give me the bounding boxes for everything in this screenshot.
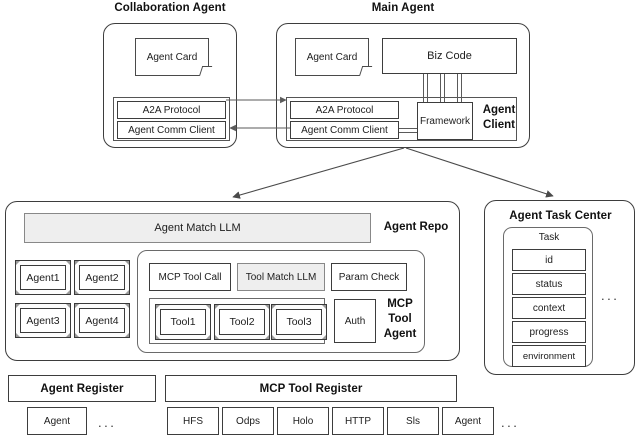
agent4-label: Agent4 — [85, 314, 119, 327]
mcp-tool-register-item-holo-label: Holo — [292, 415, 314, 427]
collaboration-agent-comm-client[interactable]: Agent Comm Client — [117, 121, 226, 139]
task-container[interactable]: Task id status context progress environm… — [503, 227, 593, 367]
agent-task-center-container[interactable]: Agent Task Center Task id status context… — [484, 200, 635, 375]
mcp-tool-register-item-odps[interactable]: Odps — [222, 407, 274, 435]
mcp-tool-register-item-agent-label: Agent — [454, 415, 482, 427]
agent-register-item-agent-label: Agent — [43, 415, 71, 427]
mcp-tool-register-item-hfs[interactable]: HFS — [167, 407, 219, 435]
framework-label: Framework — [419, 115, 470, 127]
folded-corner-icon — [359, 66, 373, 76]
main-agent-comm-client[interactable]: Agent Comm Client — [290, 121, 399, 139]
agent-match-llm-label: Agent Match LLM — [154, 222, 241, 234]
collaboration-agent-container[interactable]: Agent Card A2A Protocol Agent Comm Clien… — [103, 23, 237, 148]
mcp-tool-call-label: MCP Tool Call — [158, 271, 222, 283]
task-field-status-label: status — [535, 278, 563, 290]
biz-code-label: Biz Code — [427, 50, 472, 62]
mcp-tool-agent-container[interactable]: MCP Tool Call Tool Match LLM Param Check… — [137, 250, 425, 353]
task-field-id[interactable]: id — [512, 249, 586, 271]
agent-register-header[interactable]: Agent Register — [8, 375, 156, 402]
tool-match-llm-label: Tool Match LLM — [245, 271, 317, 283]
mcp-tool-agent-label: MCP Tool Agent — [383, 298, 417, 340]
main-agent-comm-client-label: Agent Comm Client — [301, 124, 388, 136]
mcp-tool-register-item-sls[interactable]: Sls — [387, 407, 439, 435]
task-field-progress-label: progress — [529, 326, 569, 338]
agent2-box[interactable]: Agent2 — [74, 260, 130, 295]
collaboration-agent-client-group — [113, 97, 230, 141]
mcp-tool-register-header[interactable]: MCP Tool Register — [165, 375, 457, 402]
task-label: Task — [538, 232, 560, 243]
agent1-box[interactable]: Agent1 — [15, 260, 71, 295]
task-field-context[interactable]: context — [512, 297, 586, 319]
tool2-box[interactable]: Tool2 — [214, 304, 270, 340]
mcp-tool-register-item-sls-label: Sls — [406, 415, 420, 427]
task-center-ellipsis: ... — [601, 288, 620, 303]
main-agent-client-group — [286, 97, 517, 141]
agent-repo-container[interactable]: Agent Match LLM Agent Repo Agent1 Agent2… — [5, 201, 460, 361]
auth-label: Auth — [344, 315, 366, 327]
agent-register-title: Agent Register — [40, 382, 124, 395]
tool-match-llm-box[interactable]: Tool Match LLM — [237, 263, 325, 291]
agent-task-center-title: Agent Task Center — [509, 210, 612, 222]
task-field-status[interactable]: status — [512, 273, 586, 295]
framework-box[interactable]: Framework — [417, 102, 473, 140]
agent-client-label: Agent Client — [482, 104, 516, 131]
param-check-box[interactable]: Param Check — [331, 263, 407, 291]
main-agent-container[interactable]: Agent Card Biz Code A2A Protocol Agent C… — [276, 23, 530, 148]
agent4-box[interactable]: Agent4 — [74, 303, 130, 338]
task-field-progress[interactable]: progress — [512, 321, 586, 343]
agent1-label: Agent1 — [26, 271, 60, 284]
tool1-box[interactable]: Tool1 — [155, 304, 211, 340]
collaboration-agent-comm-client-label: Agent Comm Client — [128, 124, 215, 136]
agent-match-llm-box[interactable]: Agent Match LLM — [24, 213, 371, 243]
main-a2a-protocol-label: A2A Protocol — [315, 104, 374, 116]
agent-repo-label: Agent Repo — [383, 221, 449, 233]
collaboration-agent-card-label: Agent Card — [146, 51, 198, 63]
folded-corner-icon — [199, 66, 213, 76]
collaboration-agent-title: Collaboration Agent — [114, 2, 226, 14]
mcp-tool-register-title: MCP Tool Register — [259, 382, 363, 395]
mcp-tool-call-box[interactable]: MCP Tool Call — [149, 263, 231, 291]
agent-register-item-agent[interactable]: Agent — [27, 407, 87, 435]
agent3-label: Agent3 — [26, 314, 60, 327]
mcp-tool-register-item-agent[interactable]: Agent — [442, 407, 494, 435]
collaboration-a2a-protocol-label: A2A Protocol — [142, 104, 201, 116]
main-a2a-protocol[interactable]: A2A Protocol — [290, 101, 399, 119]
mcp-tool-register-item-http-label: HTTP — [344, 415, 372, 427]
task-field-id-label: id — [545, 254, 553, 266]
auth-box[interactable]: Auth — [334, 299, 376, 343]
agent-register-ellipsis: ... — [98, 415, 117, 430]
agent2-label: Agent2 — [85, 271, 119, 284]
main-agent-card[interactable]: Agent Card — [295, 38, 373, 76]
mcp-tool-register-item-odps-label: Odps — [236, 415, 260, 427]
task-field-environment[interactable]: environment — [512, 345, 586, 367]
mcp-tool-register-item-hfs-label: HFS — [183, 415, 203, 427]
tool3-label: Tool3 — [286, 316, 312, 328]
mcp-tool-register-ellipsis: ... — [501, 415, 520, 430]
tool1-label: Tool1 — [170, 316, 196, 328]
agent3-box[interactable]: Agent3 — [15, 303, 71, 338]
main-agent-card-label: Agent Card — [306, 51, 358, 63]
biz-code-box[interactable]: Biz Code — [382, 38, 517, 74]
collaboration-a2a-protocol[interactable]: A2A Protocol — [117, 101, 226, 119]
main-agent-title: Main Agent — [371, 2, 435, 14]
task-field-context-label: context — [532, 302, 566, 314]
mcp-tool-register-item-http[interactable]: HTTP — [332, 407, 384, 435]
tool3-box[interactable]: Tool3 — [271, 304, 327, 340]
tool2-label: Tool2 — [229, 316, 255, 328]
mcp-tool-register-item-holo[interactable]: Holo — [277, 407, 329, 435]
task-field-environment-label: environment — [522, 350, 576, 362]
param-check-label: Param Check — [338, 271, 400, 283]
collaboration-agent-card[interactable]: Agent Card — [135, 38, 213, 76]
